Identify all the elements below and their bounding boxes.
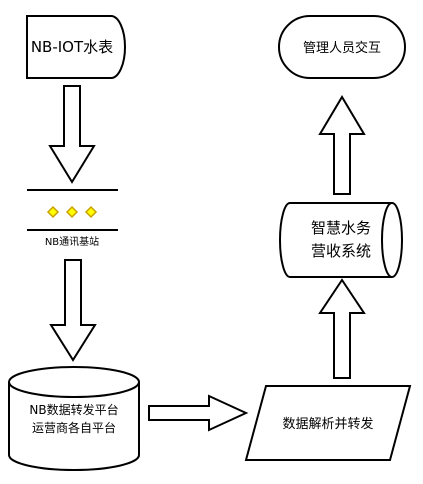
node-smart-water: 智慧水务 营收系统: [279, 202, 403, 278]
arrow-station-to-platform: [49, 259, 97, 362]
nb-platform-cylinder-body: [8, 366, 140, 471]
arrow-meter-to-station: [48, 85, 96, 184]
node-admin-interaction: 管理人员交互: [278, 15, 406, 79]
diamond-icon: [46, 205, 60, 219]
arrow-parse-to-smartwater: [318, 278, 366, 379]
node-data-parse: 数据解析并转发: [244, 385, 412, 461]
arrow-platform-to-parse: [148, 394, 249, 432]
smart-water-cylinder-body: [279, 202, 403, 278]
data-parse-label: 数据解析并转发: [282, 416, 373, 432]
nb-platform-cylinder-rim: [8, 381, 140, 398]
nb-iot-meter-label: NB-IOT水表: [31, 38, 113, 56]
nb-platform-label-line1: NB数据转发平台: [29, 402, 118, 417]
node-nb-base-station: NB通讯基站: [27, 189, 118, 248]
data-parse-shape: [244, 385, 412, 461]
node-nb-iot-meter: NB-IOT水表: [26, 15, 126, 79]
base-station-icon: [46, 205, 98, 219]
admin-interaction-label: 管理人员交互: [303, 40, 381, 56]
nb-platform-label-line2: 运营商各自平台: [32, 420, 116, 435]
smart-water-label-line1: 智慧水务: [311, 219, 371, 237]
diamond-icon: [84, 205, 98, 219]
base-station-label: NB通讯基站: [45, 235, 99, 248]
diamond-icon: [65, 205, 79, 219]
admin-interaction-shape: [278, 15, 406, 79]
smart-water-label-line2: 营收系统: [311, 242, 371, 260]
node-nb-platform: NB数据转发平台 运营商各自平台: [8, 366, 140, 471]
arrow-smartwater-to-admin: [318, 95, 366, 195]
smart-water-cylinder-rim: [381, 202, 393, 278]
nb-iot-meter-shape: [26, 15, 126, 79]
